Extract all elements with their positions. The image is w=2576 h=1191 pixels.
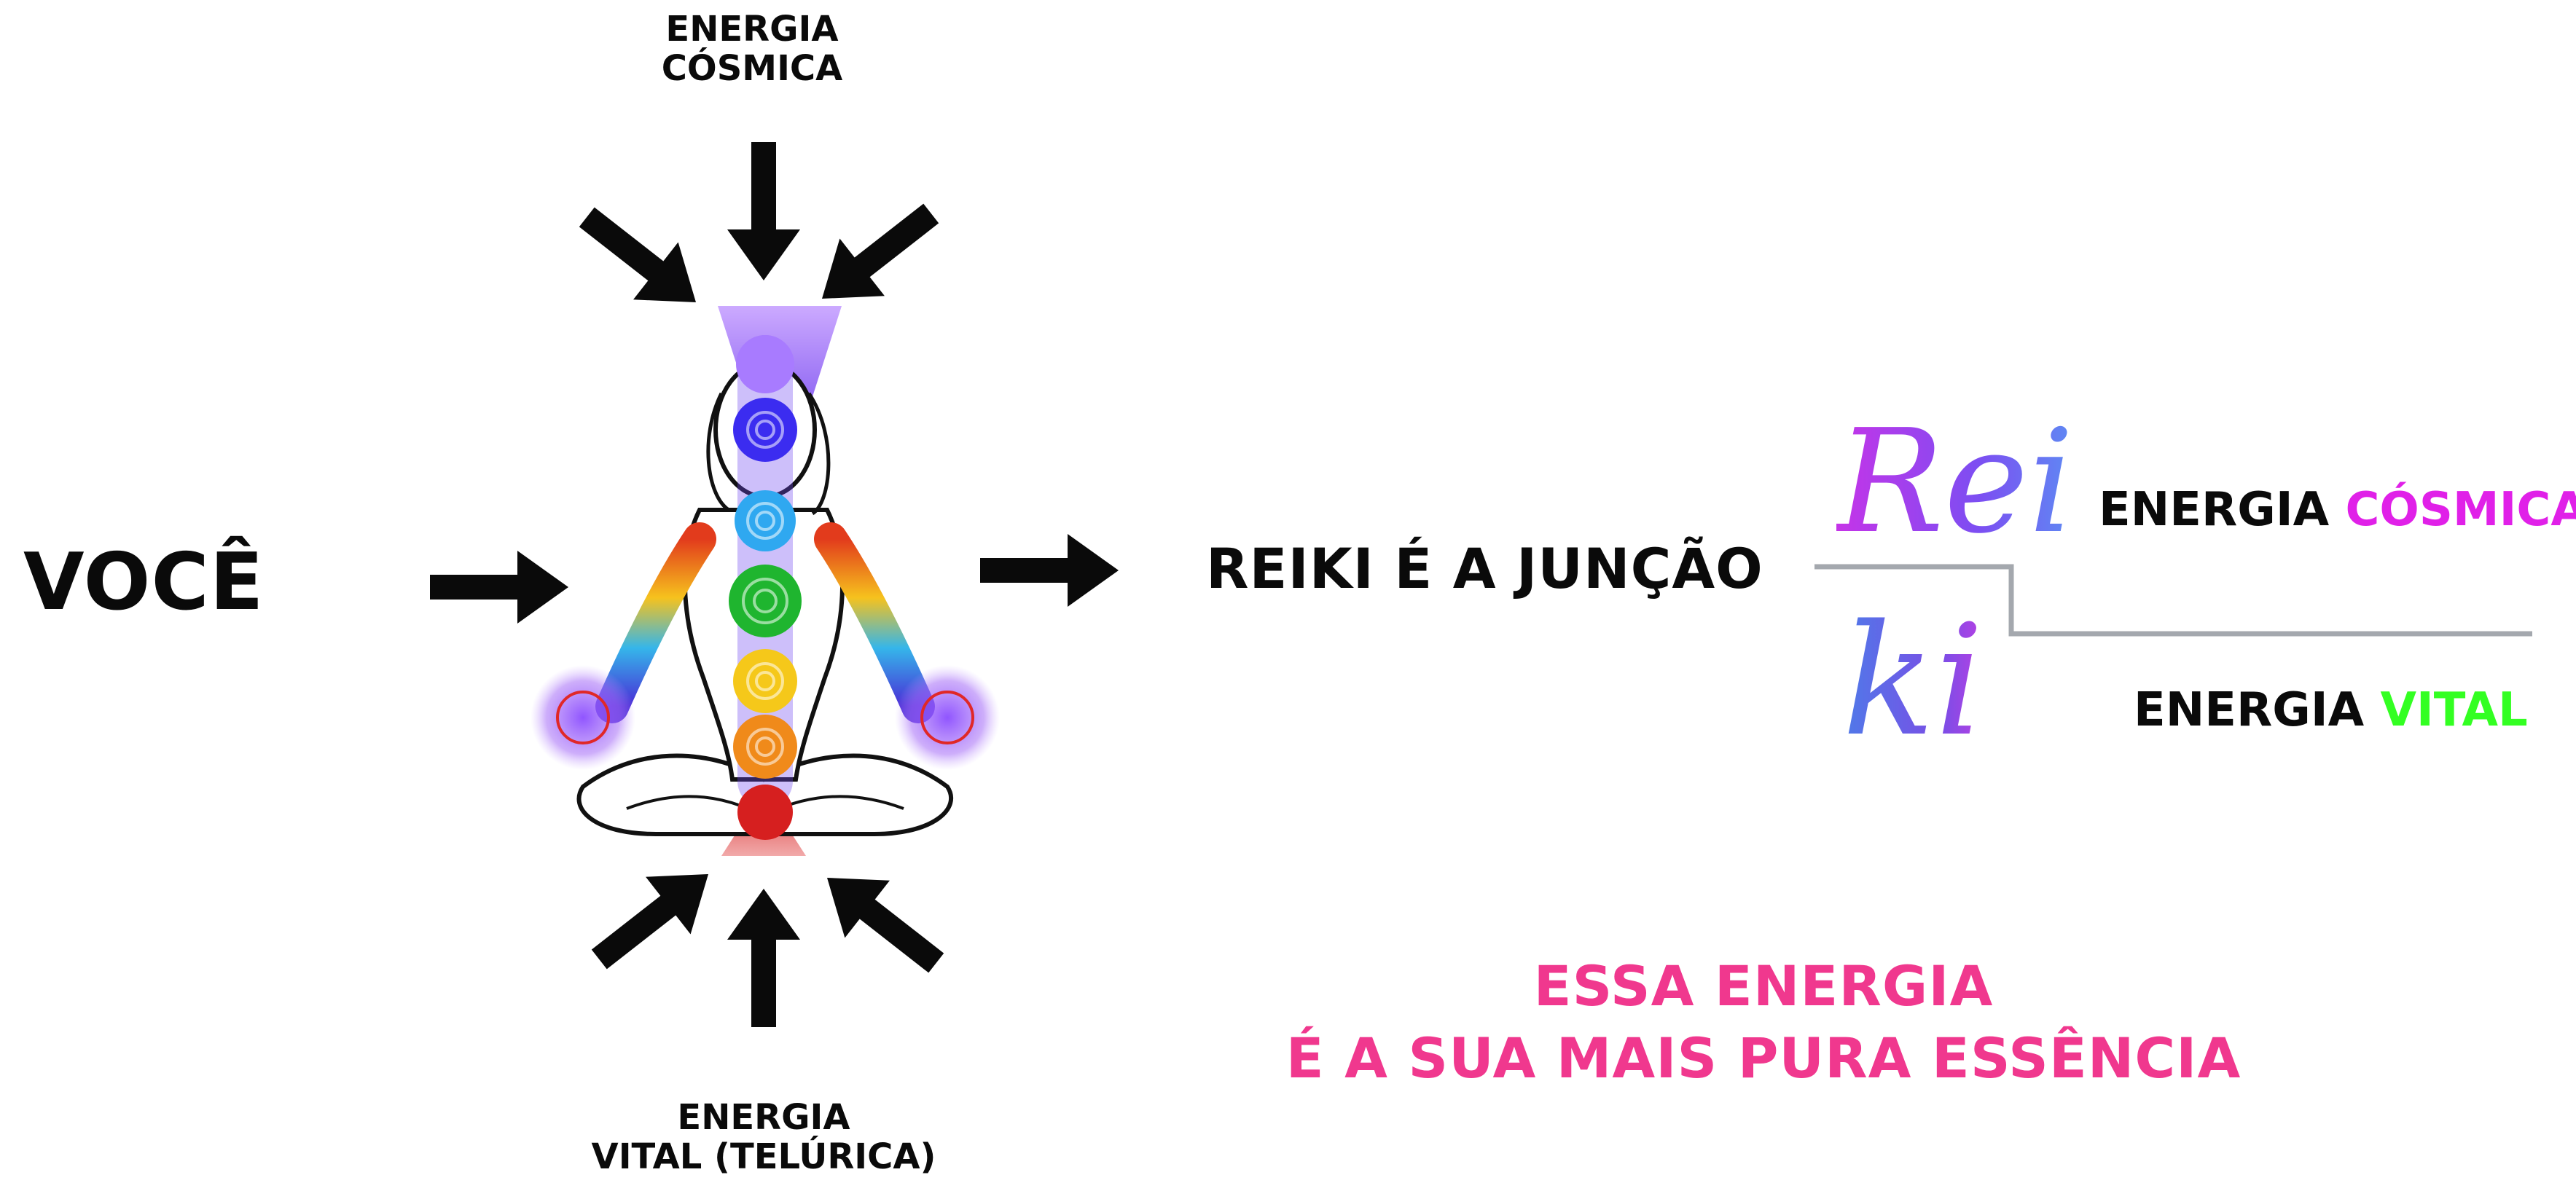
cosmic-energy-label: ENERGIA CÓSMICA [661,9,843,89]
cosmic-energy-line1: ENERGIA [665,9,839,50]
ki-meaning-prefix: ENERGIA [2134,683,2381,737]
arrow-icon [576,845,731,988]
arrow-icon [727,889,800,1027]
arrow-icon [564,188,719,331]
essence-line2: É A SUA MAIS PURA ESSÊNCIA [1285,1025,2242,1090]
rei-script-word: Rei [1836,399,2075,565]
vital-energy-line2: VITAL (TELÚRICA) [591,1136,936,1177]
rei-meaning-prefix: ENERGIA [2099,483,2346,537]
ki-script-word: ki [1842,591,1984,770]
vital-energy-line1: ENERGIA [677,1097,850,1138]
arrow-icon [980,534,1119,607]
essence-line1: ESSA ENERGIA [1533,954,1994,1018]
reiki-divider [1814,564,2532,637]
essence-statement: ESSA ENERGIA É A SUA MAIS PURA ESSÊNCIA [1286,951,2242,1095]
arrow-icon [804,849,959,992]
you-label: VOCÊ [23,537,265,628]
ki-meaning-word: VITAL [2380,683,2528,737]
rei-meaning-word: CÓSMICA [2345,483,2576,537]
meditating-figure-icon [531,306,1000,856]
junction-label: REIKI É A JUNÇÃO [1206,536,1763,601]
vital-energy-label: ENERGIA VITAL (TELÚRICA) [592,1098,936,1177]
arrow-icon [430,551,568,624]
arrow-icon [727,142,800,280]
rei-meaning: ENERGIA CÓSMICA [2099,484,2576,537]
cosmic-energy-line2: CÓSMICA [661,47,843,89]
ki-meaning: ENERGIA VITAL [2134,683,2528,737]
